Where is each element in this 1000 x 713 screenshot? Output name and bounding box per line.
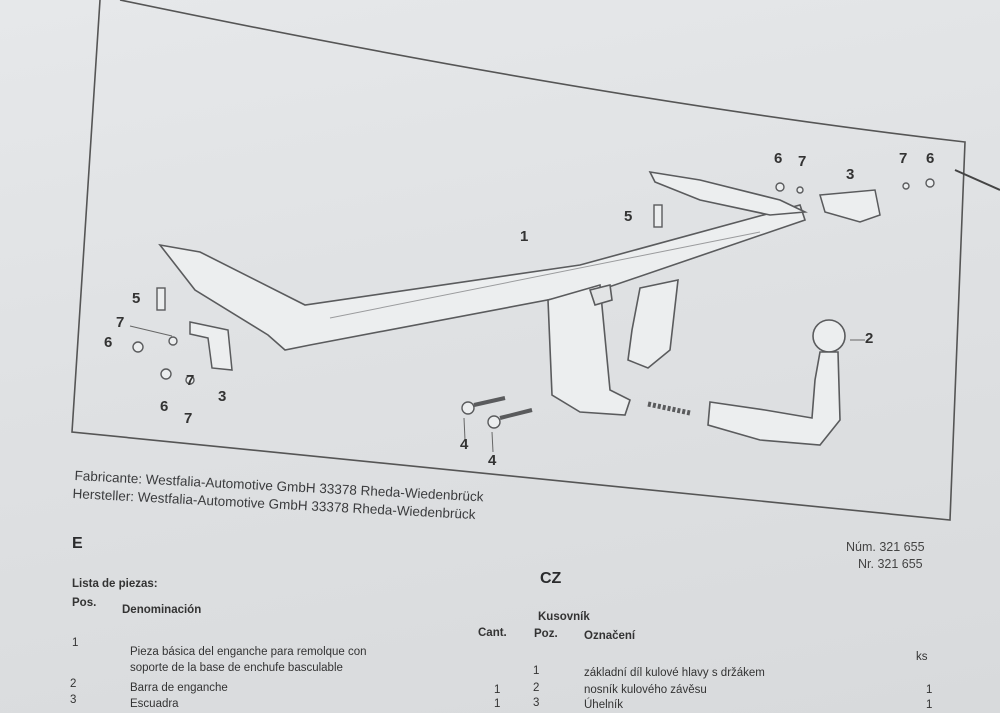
- crossbar-part: [160, 172, 805, 415]
- section-cz-row-2-pos: 2: [533, 682, 539, 694]
- callout-7-d: 7: [899, 150, 907, 167]
- section-cz-row-3-text: Úhelník: [584, 699, 623, 711]
- callout-6-a: 6: [104, 334, 112, 351]
- section-e-row-1-text2: soporte de la base de enchufe basculable: [130, 662, 343, 674]
- section-cz-row-2-ks: 1: [926, 684, 932, 696]
- section-e-row-3-text: Escuadra: [130, 698, 179, 710]
- section-cz-row-3-ks: 1: [926, 699, 932, 711]
- section-cz-row-1-pos: 1: [533, 665, 539, 677]
- section-cz-row-3-pos: 3: [533, 697, 539, 709]
- section-e-col-denom: Denominación: [122, 604, 201, 616]
- section-cz-col-ks: ks: [916, 651, 928, 663]
- section-e-row-3-pos: 3: [70, 694, 76, 706]
- section-cz-code: CZ: [540, 570, 561, 588]
- callout-6-c: 6: [774, 150, 782, 167]
- section-cz-col-denom: Označení: [584, 630, 635, 642]
- callout-3-left: 3: [218, 388, 226, 405]
- callout-6-d: 6: [926, 150, 934, 167]
- section-cz-col-pos: Poz.: [534, 628, 558, 640]
- section-e-row-1-pos: 1: [72, 637, 78, 649]
- ball-coupling-part: [708, 320, 845, 445]
- section-e-col-cant: Cant.: [478, 627, 507, 639]
- callout-6-b: 6: [160, 398, 168, 415]
- section-cz-row-2-text: nosník kulového závěsu: [584, 684, 707, 696]
- callout-5-left: 5: [132, 290, 140, 307]
- section-e-row-2-cant: 1: [494, 684, 500, 696]
- section-cz-title: Kusovník: [538, 611, 590, 623]
- section-e-col-pos: Pos.: [72, 597, 96, 609]
- part-number-de: Nr. 321 655: [858, 557, 923, 571]
- section-cz-row-1-text: základní díl kulové hlavy s držákem: [584, 667, 765, 679]
- section-e-row-3-cant: 1: [494, 698, 500, 710]
- callout-3-right: 3: [846, 166, 854, 183]
- part-number-es: Núm. 321 655: [846, 540, 925, 554]
- section-e-title: Lista de piezas:: [72, 578, 158, 590]
- section-e-row-2-pos: 2: [70, 678, 76, 690]
- section-e-row-2-text: Barra de enganche: [130, 682, 228, 694]
- section-e-code: E: [72, 535, 83, 553]
- callout-7-e: 7: [186, 372, 194, 389]
- callout-1: 1: [520, 228, 528, 245]
- callout-5-right: 5: [624, 208, 632, 225]
- callout-4-a: 4: [460, 436, 468, 453]
- section-e-row-1-text1: Pieza básica del enganche para remolque …: [130, 646, 367, 658]
- callout-7-c: 7: [798, 153, 806, 170]
- callout-7-b: 7: [184, 410, 192, 427]
- callout-7-a: 7: [116, 314, 124, 331]
- callout-2: 2: [865, 330, 873, 347]
- callout-4-b: 4: [488, 452, 496, 469]
